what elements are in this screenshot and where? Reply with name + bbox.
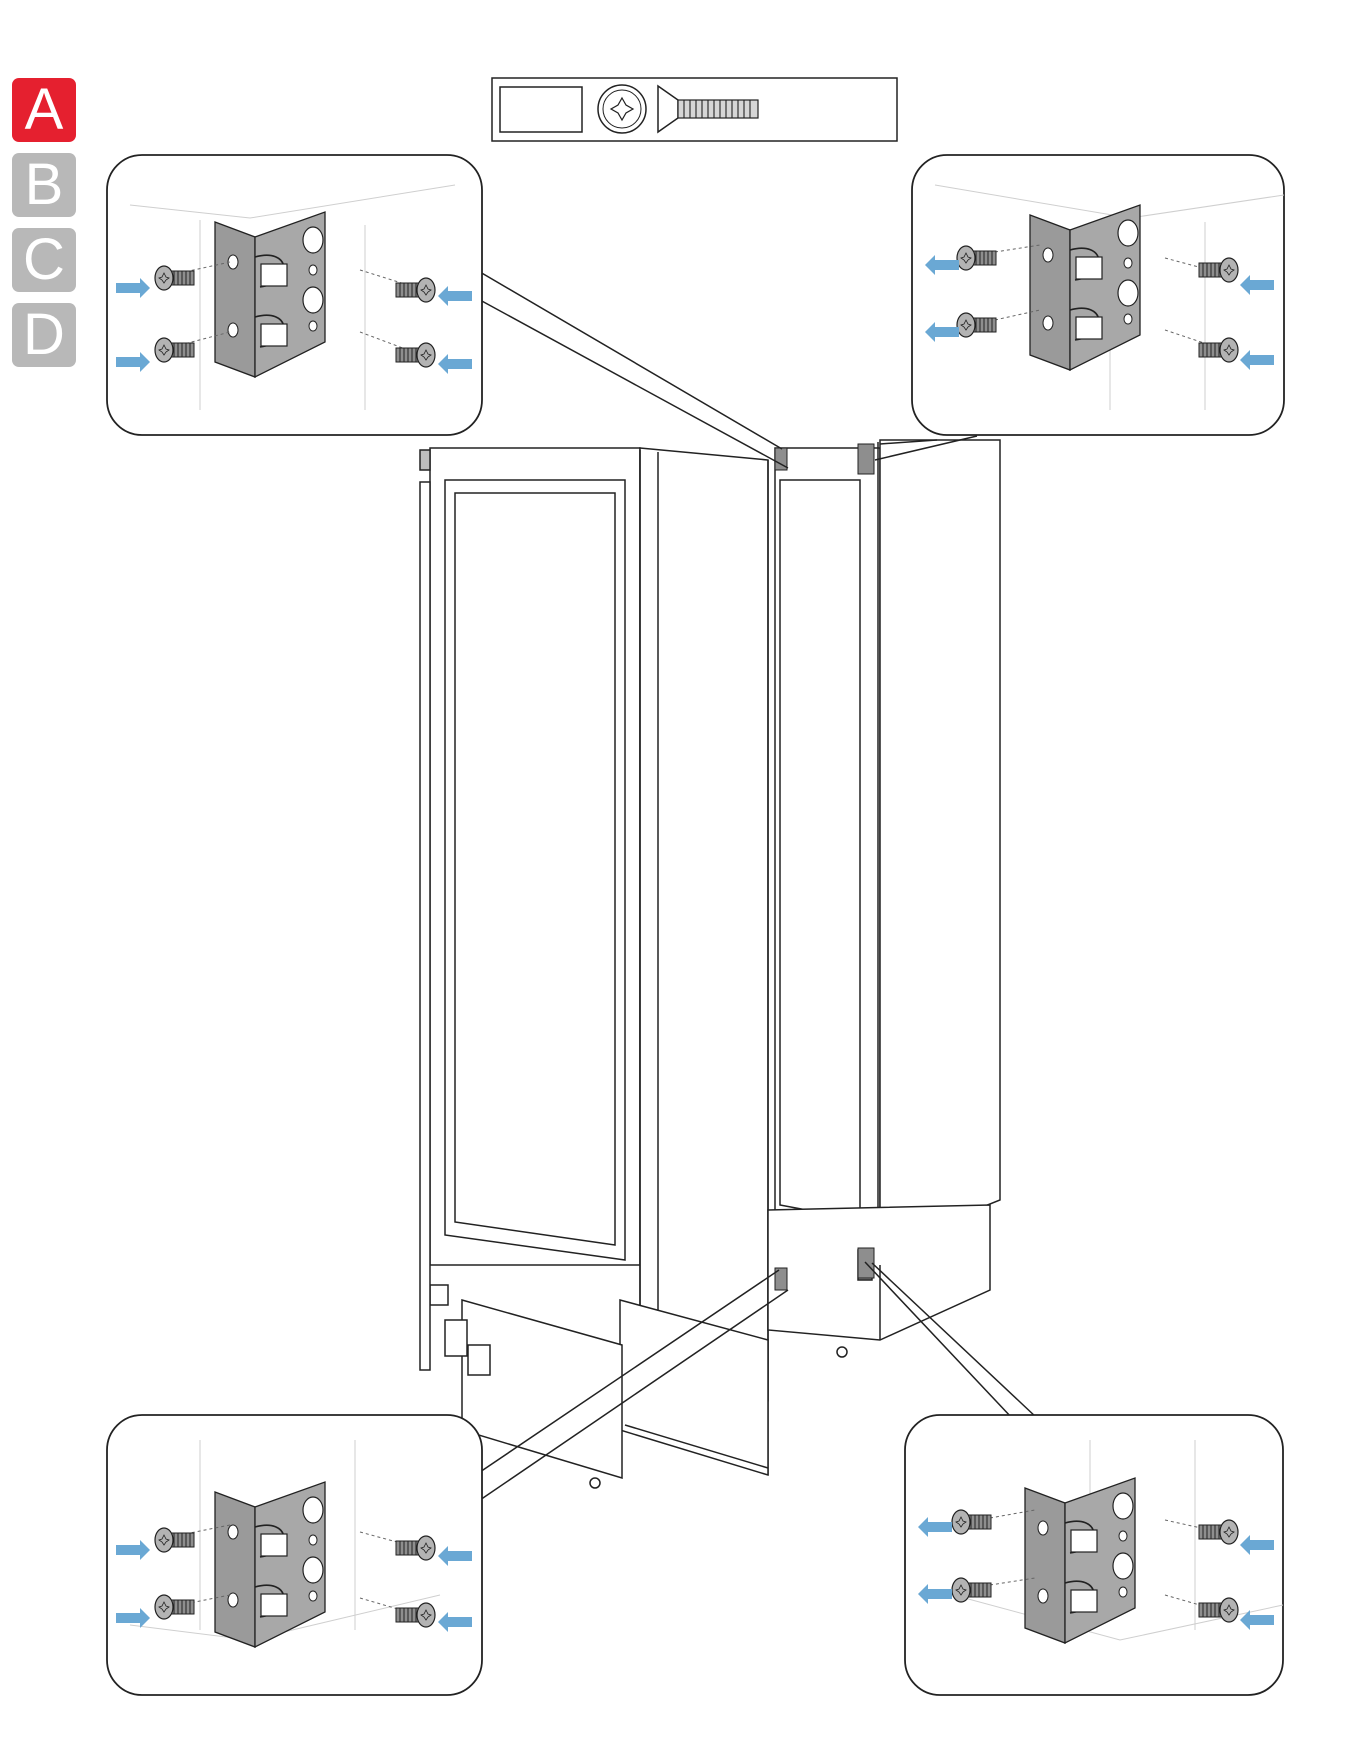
callout-top-right bbox=[912, 155, 1284, 435]
hinge-marker-top-right bbox=[858, 444, 874, 474]
cabinet-right bbox=[768, 440, 1000, 1357]
cabinet-left bbox=[420, 448, 768, 1488]
callout-top-left bbox=[107, 155, 482, 435]
hardware-legend-box bbox=[492, 78, 897, 141]
callout-bottom-left bbox=[107, 1415, 482, 1695]
torx-head-icon bbox=[598, 85, 646, 133]
callout-bottom-right bbox=[905, 1415, 1283, 1695]
quantity-box bbox=[500, 87, 582, 132]
